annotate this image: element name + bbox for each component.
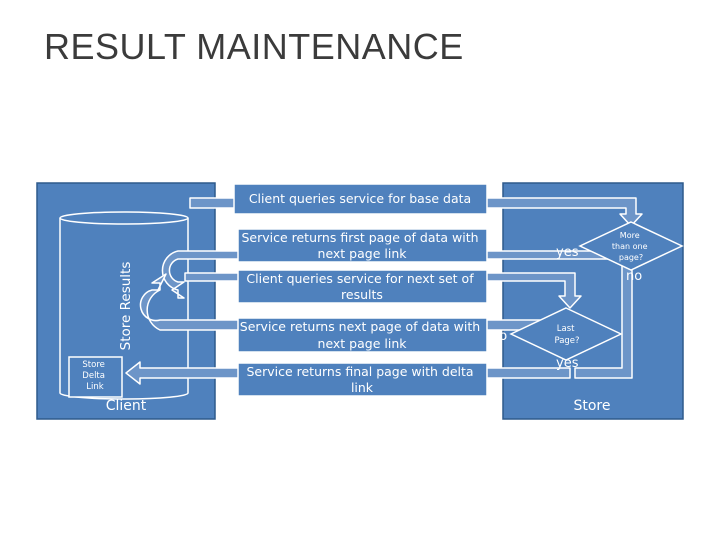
step-final-page-return (237, 362, 488, 397)
delta-link-line3: Link (86, 382, 103, 392)
client-label: Client (106, 398, 147, 414)
decision-last-page (509, 307, 623, 361)
decision1-line2: than one (612, 242, 648, 251)
decision2-line1: Last (557, 324, 575, 334)
storage-cylinder (59, 211, 189, 400)
step5-line1: Service returns final page with delta (246, 364, 473, 379)
svg-text:Store Delta Link: Store Delta Link (82, 360, 107, 392)
step3-line2: results (341, 287, 383, 302)
decision1-line3: page? (619, 253, 643, 262)
delta-link-line2: Delta (82, 371, 105, 381)
step-next-page-return (237, 317, 488, 353)
decision1-no-label: no (626, 269, 642, 284)
delta-link-line1: Store (82, 360, 104, 370)
decision2-yes-label: yes (556, 356, 579, 371)
svg-text:Service returns final page wi: Service returns final page with delta li… (246, 364, 477, 395)
store-delta-link-box (68, 356, 123, 398)
step4-line1: Service returns next page of data with (240, 319, 480, 334)
decision-more-than-one-page (578, 221, 684, 271)
step-first-page-return (237, 228, 488, 263)
step5-line2: link (351, 380, 374, 395)
step2-line1: Service returns first page of data with (241, 230, 478, 245)
step-client-base-query (233, 183, 488, 215)
store-panel (502, 182, 684, 420)
svg-text:Client queries service for bas: Client queries service for base data (249, 191, 471, 206)
svg-text:Service returns first page of: Service returns first page of data with … (241, 230, 482, 261)
decision1-yes-label: yes (556, 245, 579, 260)
decision1-line1: More (620, 231, 640, 240)
step-client-next-query (237, 269, 488, 304)
step3-line1: Client queries service for next set of (246, 271, 474, 286)
slide-title: RESULT MAINTENANCE (44, 26, 464, 67)
step1-line1: Client queries service for base data (249, 191, 471, 206)
store-results-label: Store Results (118, 262, 134, 351)
store-label: Store (573, 398, 610, 414)
decision2-line2: Page? (554, 336, 579, 346)
svg-text:More than one page?: More than one page? (612, 231, 650, 262)
step4-line2: next page link (318, 336, 408, 351)
step2-line2: next page link (318, 246, 408, 261)
svg-text:Service returns next page of d: Service returns next page of data with n… (240, 319, 484, 351)
decision2-no-label: no (491, 329, 507, 344)
svg-text:Client queries service for nex: Client queries service for next set of r… (246, 271, 477, 302)
svg-text:Last Page?: Last Page? (554, 324, 579, 346)
arrow-next-page-return (139, 273, 541, 331)
